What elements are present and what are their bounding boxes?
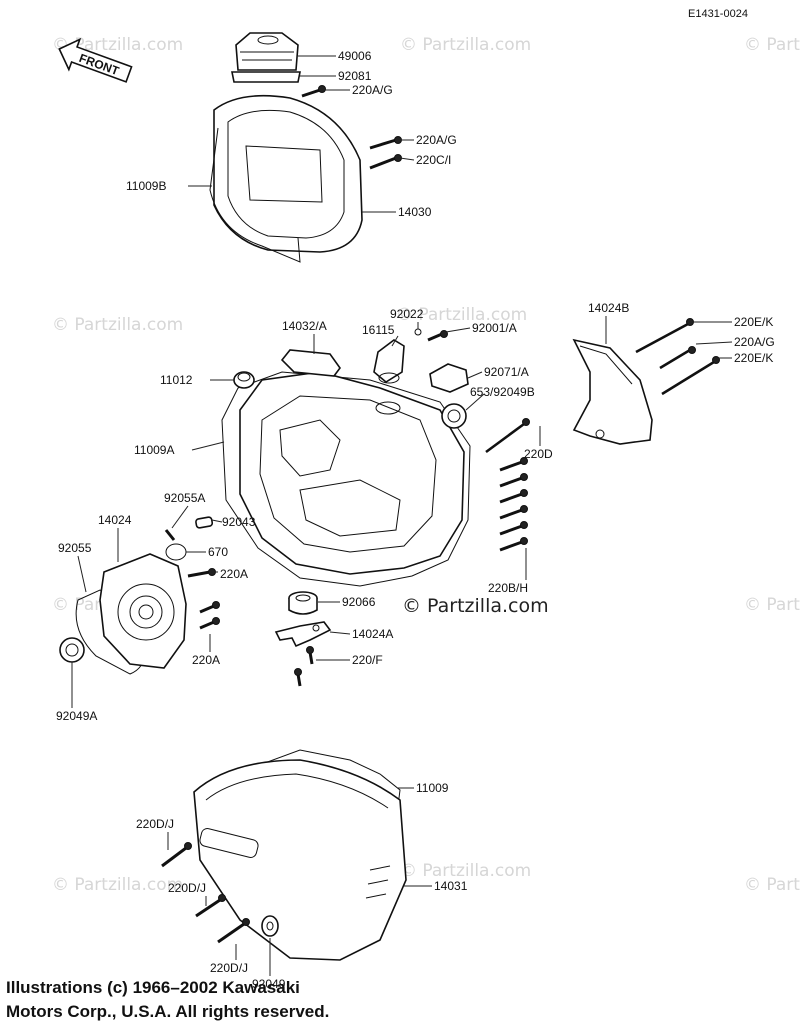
callout-14031: 14031 — [434, 879, 468, 893]
bushing-92066 — [288, 591, 318, 615]
dowel-92043 — [195, 516, 214, 529]
inspection-cap-49006 — [235, 32, 299, 71]
callout-92066: 92066 — [342, 595, 376, 609]
callout-11009b: 11009B — [126, 179, 166, 193]
callout-220ag-3: 220A/G — [734, 335, 775, 349]
cover-14030 — [213, 94, 363, 253]
callout-92081: 92081 — [338, 69, 372, 83]
bolts-220-upper — [369, 136, 402, 170]
crankcase-cover — [239, 371, 465, 575]
bolts-220dj — [161, 842, 250, 944]
callout-14024: 14024 — [98, 513, 132, 527]
copyright-line-1: Illustrations (c) 1966–2002 Kawasaki — [6, 978, 300, 997]
callout-14024b: 14024B — [588, 301, 629, 315]
bolts-220ek — [635, 318, 720, 396]
callout-92043: 92043 — [222, 515, 256, 529]
bolt-220d — [485, 418, 530, 454]
bolts-220a-left — [187, 568, 220, 630]
callout-220ek-2: 220E/K — [734, 351, 773, 365]
callout-220ci: 220C/I — [416, 153, 451, 167]
watermark: © Partzilla.com — [744, 875, 800, 895]
callout-220d: 220D — [524, 447, 553, 461]
bolts-220f — [294, 646, 314, 687]
watermark-main: © Partzilla.com — [402, 595, 549, 617]
callout-220ag-2: 220A/G — [416, 133, 457, 147]
cover-14024b — [572, 338, 653, 445]
callout-14032a: 14032/A — [282, 319, 327, 333]
bolt-92001a — [427, 330, 448, 342]
watermark: © Partzilla.com — [396, 305, 527, 325]
callout-220ag-1: 220A/G — [352, 83, 393, 97]
callout-220a-1: 220A — [220, 567, 248, 581]
washer-92022 — [414, 328, 422, 336]
gasket-92081 — [231, 71, 301, 83]
callout-11009: 11009 — [416, 781, 449, 795]
gasket-14032a — [280, 349, 341, 377]
gasket-11009b — [209, 127, 301, 263]
bolts-220bh — [499, 457, 528, 552]
cover-gasket-11009a — [221, 371, 471, 587]
cover-14031 — [193, 759, 407, 961]
seal-653 — [441, 403, 467, 429]
callout-220dj-1: 220D/J — [136, 817, 174, 831]
watermark-layer: © Partzilla.com © Partzilla.com © Partzi… — [52, 35, 800, 895]
callout-220bh: 220B/H — [488, 581, 528, 595]
copyright-notice: Illustrations (c) 1966–2002 Kawasaki Mot… — [6, 976, 446, 1024]
callout-92055a: 92055A — [164, 491, 205, 505]
pin-92055a — [164, 529, 176, 541]
copyright-line-2: Motors Corp., U.S.A. All rights reserved… — [6, 1002, 330, 1021]
callout-670: 670 — [208, 545, 228, 559]
callout-220a-2: 220A — [192, 653, 220, 667]
watermark: © Partzilla.com — [400, 861, 531, 881]
callout-11012: 11012 — [160, 373, 193, 387]
bracket-14024a — [274, 621, 332, 648]
seal-92049a — [59, 637, 85, 663]
callout-16115: 16115 — [362, 323, 395, 337]
callout-49006: 49006 — [338, 49, 372, 63]
washer-92049 — [261, 915, 279, 937]
callout-14024a: 14024A — [352, 627, 393, 641]
callout-11009a: 11009A — [134, 443, 174, 457]
callout-92055: 92055 — [58, 541, 92, 555]
cover-92071a — [429, 363, 469, 393]
callout-92001a: 92001/A — [472, 321, 517, 335]
callout-220dj-3: 220D/J — [210, 961, 248, 975]
callout-92022: 92022 — [390, 307, 424, 321]
housing-14024 — [99, 553, 187, 669]
callout-653-92049b: 653/92049B — [470, 385, 535, 399]
cap-16115 — [373, 339, 405, 384]
reference-code: E1431-0024 — [688, 8, 748, 20]
callout-220ek-1: 220E/K — [734, 315, 773, 329]
callout-220f: 220/F — [352, 653, 383, 667]
callout-220dj-2: 220D/J — [168, 881, 206, 895]
watermark: © Partzilla.com — [52, 315, 183, 335]
plug-11012 — [233, 371, 255, 389]
oring-670 — [165, 543, 187, 561]
watermark: © Partzilla.com — [744, 35, 800, 55]
callout-92049a: 92049A — [56, 709, 97, 723]
callout-92071a: 92071/A — [484, 365, 529, 379]
callout-92049: 92049 — [252, 977, 286, 991]
bolt-220ag-top — [301, 85, 326, 98]
watermark: © Partzilla.com — [744, 595, 800, 615]
watermark: © Partzilla.com — [400, 35, 531, 55]
watermark: © Partzilla.com — [52, 875, 183, 895]
callout-14030: 14030 — [398, 205, 432, 219]
